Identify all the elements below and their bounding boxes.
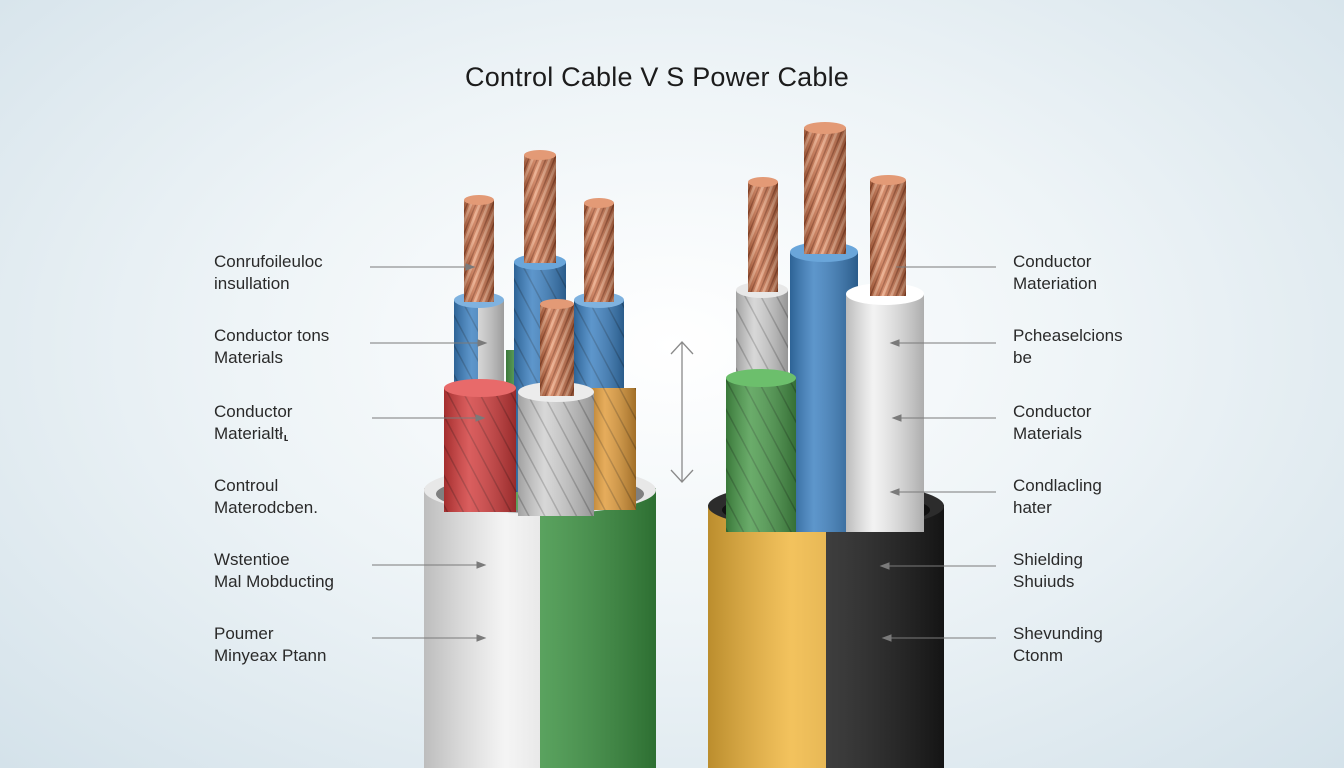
leader-line bbox=[889, 339, 996, 347]
left-leader-lines bbox=[370, 263, 488, 642]
leader-line bbox=[891, 414, 996, 422]
right-leader-lines bbox=[879, 266, 996, 642]
leader-line bbox=[370, 339, 488, 347]
right-label-3: Conductor Materials bbox=[1013, 402, 1092, 443]
leader-line bbox=[370, 263, 476, 271]
right-label-4: Condlacling hater bbox=[1013, 476, 1102, 517]
left-label-4: Controul Materodcben. bbox=[214, 476, 318, 517]
leader-line bbox=[889, 488, 996, 496]
vs-double-arrow-icon bbox=[670, 341, 694, 483]
left-label-5: Wstentioe Mal Mobducting bbox=[214, 550, 335, 591]
left-label-6: Poumer Minyeax Ptann bbox=[214, 624, 327, 665]
right-label-1: Conductor Materiation bbox=[1013, 252, 1098, 293]
leader-line bbox=[372, 561, 487, 569]
left-label-2: Conductor tons Materials bbox=[214, 326, 330, 367]
wire-orange bbox=[588, 388, 636, 510]
right-label-5: Shielding Shuiuds bbox=[1013, 550, 1083, 591]
wire-red bbox=[444, 379, 516, 512]
wire-green-large bbox=[726, 369, 796, 532]
right-label-6: Shevunding Ctonm bbox=[1013, 624, 1103, 665]
leader-line bbox=[881, 634, 996, 642]
left-label-1: Conrufoileuloc insullation bbox=[214, 252, 323, 293]
diagram-title: Control Cable V S Power Cable bbox=[465, 62, 849, 92]
right-label-2: Pcheaselcions be bbox=[1013, 326, 1123, 367]
left-label-3: Conductor Materialtł⸤ bbox=[214, 402, 293, 443]
wire-gray-left bbox=[736, 177, 788, 400]
wire-gray-front bbox=[518, 299, 594, 516]
leader-line bbox=[879, 562, 996, 570]
control-cable bbox=[424, 150, 656, 768]
wire-white-large bbox=[846, 175, 924, 532]
leader-line bbox=[372, 634, 487, 642]
leader-line bbox=[372, 414, 486, 422]
power-cable bbox=[708, 122, 944, 768]
